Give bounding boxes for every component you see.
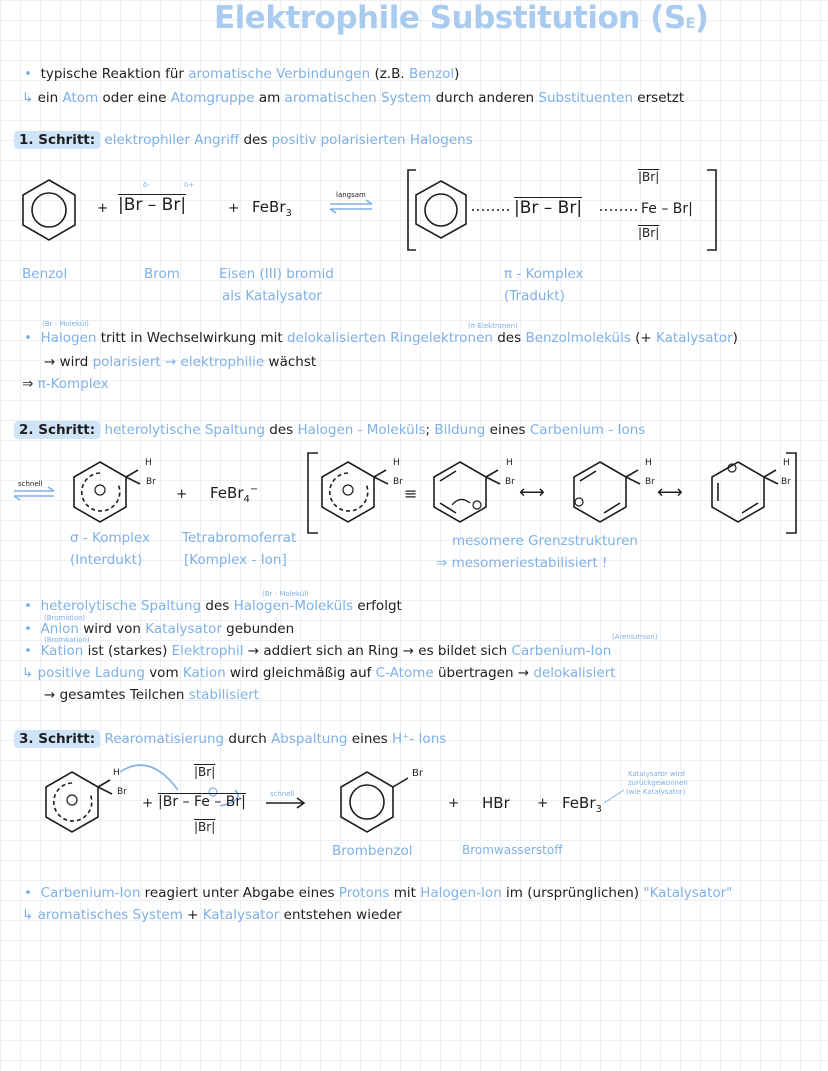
febr3-product: FeBr3 [562,794,602,815]
page-title: Elektrophile Substitution (SE) [214,0,709,36]
label-komplex-ion: [Komplex - Ion] [184,552,287,568]
arrow-label-fast-2: schnell [18,480,43,488]
reso2-br: Br [505,477,515,487]
complex-br-bottom: |Br| [638,226,660,240]
label-tradukt: (Tradukt) [504,288,565,304]
note-kat-3: (wie Katalysator) [626,788,686,796]
intro-line-2: ↳ ein Atom oder eine Atomgruppe am aroma… [22,90,685,106]
step1-note-1: • Halogen tritt in Wechselwirkung mit de… [24,330,738,346]
step2-note-1: • heterolytische Spaltung des Halogen-Mo… [24,598,402,614]
step3-plus-1: + [142,795,154,811]
label-mesomeriestabilisiert: ⇒ mesomeriestabilisiert ! [436,555,608,571]
step1-note-2: → wird polarisiert → elektrophilie wächs… [44,354,317,370]
reso-arrow-2: ⟷ [657,482,683,503]
complex-fe: Fe – Br| [641,201,693,217]
complex-br-top: |Br| [638,170,660,184]
sigma-br: Br [146,477,156,487]
complex-br2: |Br – Br| [514,198,583,218]
label-pi-complex: π - Komplex [504,266,584,282]
reso-ring-4 [711,461,765,523]
reso-ring-3 [573,461,627,523]
label-eisen-2: als Katalysator [222,288,322,304]
plus-2: + [228,200,240,216]
step3-heading: 3. Schritt: Rearomatisierung durch Abspa… [14,730,446,748]
reso3-br: Br [645,477,655,487]
label-interdukt: (Interdukt) [70,552,143,568]
note-kat-1: Katalysator wird [628,770,685,778]
step2-note-4: ↳ positive Ladung vom Kation wird gleich… [22,665,616,681]
note-kat-2: zurückgewonnen [628,779,688,787]
delta-minus-label: δ- [143,181,150,189]
febr3-reagent: FeBr3 [252,198,292,219]
label-mesomere: mesomere Grenzstrukturen [452,533,638,549]
reso1-br: Br [393,477,403,487]
reso4-h: H [783,458,790,468]
step3-br: Br [117,787,127,797]
note-br-molekuel: (Br - Molekül) [42,320,89,328]
step2-note-2: • Anion wird von Katalysator gebunden [24,621,295,637]
step3-plus-3: + [537,795,549,811]
label-tetrabromoferrat: Tetrabromoferrat [182,530,297,546]
step2-note-3: • Kation ist (starkes) Elektrophil → add… [24,643,612,659]
reso1-h: H [393,458,400,468]
note-areniumion: (Areniumion) [612,633,658,641]
label-brombenzol: Brombenzol [332,843,413,859]
step2-note-5: → gesamtes Teilchen stabilisiert [44,687,260,703]
note-bromidion: (Bromidion) [44,614,86,622]
intro-line-1: • typische Reaktion für aromatische Verb… [24,66,460,82]
brombenzol-br: Br [412,768,423,779]
label-sigma-complex: σ - Komplex [70,530,150,546]
benzene-ring-2 [415,180,467,239]
step3-plus-2: + [448,795,460,811]
reso-ring-2 [433,461,487,523]
step3-fe-bottom: |Br| [194,820,216,834]
reso2-h: H [506,458,513,468]
note2-br-molekuel: (Br - Molekül) [262,590,309,598]
arrow-label-fast-3: schnell [270,790,295,798]
label-brom: Brom [144,266,180,282]
step3-note-2: ↳ aromatisches System + Katalysator ents… [22,907,402,923]
reso3-h: H [645,458,652,468]
equiv-sign: ≡ [404,484,418,503]
bromine-molecule: |Br – Br| [118,195,187,215]
arrow-label-slow: langsam [336,191,366,199]
step3-h: H [113,768,120,778]
brombenzol-ring [340,771,394,833]
label-bromwasserstoff: Bromwasserstoff [462,843,563,857]
step3-fe-top: |Br| [194,765,216,779]
reso-arrow-1: ⟷ [519,482,545,503]
note-pi-elektronen: (π-Elektronen) [468,322,518,330]
label-eisen-1: Eisen (III) bromid [219,266,334,282]
febr4-ion: FeBr4− [210,484,259,505]
step1-heading: 1. Schritt: elektrophiler Angriff des po… [14,131,473,149]
sigma-h: H [145,458,152,468]
hbr-product: HBr [482,794,510,812]
reso4-br: Br [781,477,791,487]
delta-plus-label: δ+ [184,181,195,189]
plus-1: + [97,200,109,216]
step1-note-3: ⇒ π-Komplex [22,376,109,392]
step3-note-1: • Carbenium-Ion reagiert unter Abgabe ei… [24,885,733,901]
step3-fe-line: |Br – Fe – Br| [158,794,246,810]
step2-plus: + [176,486,188,502]
note-bromkation: (Bromkation) [44,636,90,644]
benzene-ring-1 [22,179,76,241]
label-benzol: Benzol [22,266,68,282]
step2-heading: 2. Schritt: heterolytische Spaltung des … [14,421,645,439]
